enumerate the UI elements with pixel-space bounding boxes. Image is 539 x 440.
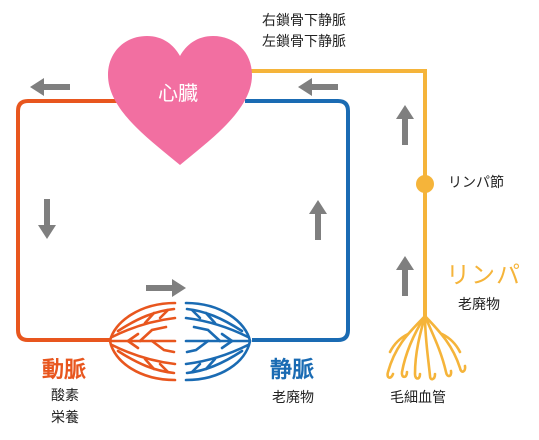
arrow-left-icon: [298, 78, 338, 96]
artery-vessel: [16, 99, 120, 342]
arrow-left-icon: [30, 78, 70, 96]
capillary-arterial-icon: [108, 301, 177, 382]
nutrients-label: 栄養: [51, 410, 79, 426]
left-subclavian-vein-label: 左鎖骨下静脈: [262, 34, 346, 50]
heart-label: 心臓: [158, 81, 198, 105]
heart-icon: [108, 36, 252, 165]
lymph-vessel: [250, 69, 427, 318]
capillary-venous-icon: [184, 301, 252, 382]
vein-label: 静脈: [270, 358, 315, 383]
lymph-label: リンパ: [446, 261, 521, 289]
arrow-down-icon: [38, 199, 56, 239]
vein-waste-label: 老廃物: [272, 390, 314, 406]
right-subclavian-vein-label: 右鎖骨下静脈: [262, 13, 346, 29]
artery-label: 動脈: [42, 358, 87, 383]
arrow-up-icon: [396, 256, 414, 296]
oxygen-label: 酸素: [51, 388, 79, 404]
arrow-right-icon: [146, 279, 186, 297]
lymph-capillary-icon: [386, 314, 467, 381]
lymph-waste-label: 老廃物: [458, 297, 500, 313]
vein-vessel: [245, 99, 350, 342]
capillary-label: 毛細血管: [390, 390, 446, 406]
arrow-up-icon: [309, 200, 327, 240]
lymph-node-label: リンパ節: [448, 175, 504, 191]
flow-arrows: [30, 78, 414, 297]
arrow-up-icon: [396, 105, 414, 145]
lymph-node-icon: [416, 175, 434, 193]
